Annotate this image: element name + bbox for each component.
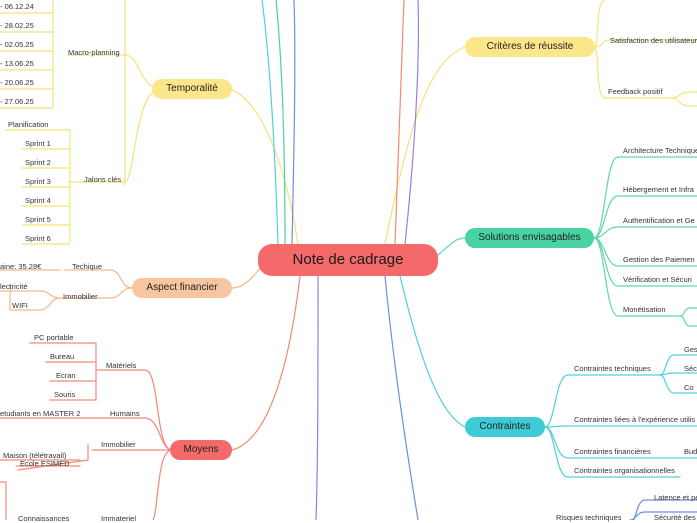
node-moyens[interactable]: Moyens	[170, 440, 232, 460]
financier-technique-value[interactable]: aine: 35.28€	[0, 262, 42, 271]
solution-item[interactable]: Authentification et Ge	[623, 216, 695, 225]
trunk-top-1	[261, 0, 279, 245]
macro-date[interactable]: - 02.05.25	[0, 40, 34, 49]
central-node[interactable]: Note de cadrage	[258, 244, 438, 276]
macro-date[interactable]: - 20.06.25	[0, 78, 34, 87]
moyens-humains-value[interactable]: etudiants en MASTER 2	[0, 409, 81, 418]
node-solutions-envisagables[interactable]: Solutions envisagables	[465, 228, 594, 248]
macro-planning-label[interactable]: Macro-planning	[68, 48, 120, 57]
macro-date[interactable]: - 13.06.25	[0, 59, 34, 68]
risque-item[interactable]: Sécurité des	[654, 513, 696, 522]
trunk-top-4	[394, 0, 405, 245]
contrainte-technique-item[interactable]: Séc	[684, 364, 697, 373]
trunk-criteres	[384, 46, 466, 245]
jalon-item[interactable]: Sprint 1	[25, 139, 51, 148]
node-contraintes[interactable]: Contraintes	[465, 417, 545, 437]
jalon-item[interactable]: Sprint 4	[25, 196, 51, 205]
jalon-item[interactable]: Sprint 5	[25, 215, 51, 224]
trunk-contraintes	[399, 275, 466, 428]
trunk-bottom-2	[384, 275, 419, 520]
trunk-temporalite	[229, 88, 299, 245]
macro-date[interactable]: - 06.12.24	[0, 2, 34, 11]
contraintes-organisationnelles[interactable]: Contraintes organisationnelles	[574, 466, 675, 475]
node-temporalite[interactable]: Temporalité	[152, 79, 232, 99]
critere-item[interactable]: Feedback positif	[608, 87, 663, 96]
solution-item[interactable]: Gestion des Paiemen	[623, 255, 695, 264]
trunk-top-5	[404, 0, 420, 245]
jalon-item[interactable]: Sprint 3	[25, 177, 51, 186]
contrainte-technique-item[interactable]: Co	[684, 383, 694, 392]
solution-item[interactable]: Monétisation	[623, 305, 666, 314]
jalons-cles-label[interactable]: Jalons clés	[84, 175, 122, 184]
moyens-immobilier-label[interactable]: Immobilier	[101, 440, 136, 449]
critere-item[interactable]: Satisfaction des utilisateurs	[610, 36, 697, 45]
node-criteres-reussite[interactable]: Critères de réussite	[465, 37, 595, 57]
materiel-item[interactable]: PC portable	[34, 333, 74, 342]
financier-immobilier-label[interactable]: Immobilier	[63, 292, 98, 301]
trunk-solutions	[437, 237, 466, 256]
contrainte-financiere-item[interactable]: Bud	[684, 447, 697, 456]
node-aspect-financier[interactable]: Aspect financier	[132, 278, 232, 298]
risques-techniques-label[interactable]: Risques techniques	[556, 513, 622, 522]
materiel-item[interactable]: Ecran	[56, 371, 76, 380]
financier-immobilier-item[interactable]: WIFI	[12, 301, 28, 310]
risque-item[interactable]: Latence et pe	[654, 493, 697, 502]
moyens-immateriel-item[interactable]: Connaissances	[18, 514, 70, 523]
moyens-immateriel-label[interactable]: Immateriel	[101, 514, 137, 523]
trunk-bottom-1	[315, 275, 319, 520]
trunk-top-2	[275, 0, 286, 245]
trunk-top-3	[291, 0, 296, 245]
trunk-moyens	[231, 275, 301, 451]
contraintes-financieres-label[interactable]: Contraintes financières	[574, 447, 651, 456]
contrainte-technique-item[interactable]: Ges	[684, 345, 697, 354]
jalon-item[interactable]: Planification	[8, 120, 49, 129]
jalon-item[interactable]: Sprint 2	[25, 158, 51, 167]
macro-date[interactable]: - 28.02.25	[0, 21, 34, 30]
moyens-materiels-label[interactable]: Matériels	[106, 361, 137, 370]
jalon-item[interactable]: Sprint 6	[25, 234, 51, 243]
moyens-immobilier-item[interactable]: Maison (télétravail)	[3, 451, 67, 460]
contrainte-experience[interactable]: Contraintes liées à l'expérience utilis	[574, 415, 696, 424]
contraintes-techniques-label[interactable]: Contraintes techniques	[574, 364, 651, 373]
moyens-humains-label[interactable]: Humains	[110, 409, 140, 418]
macro-date[interactable]: - 27.06.25	[0, 97, 34, 106]
solution-item[interactable]: Vérification et Sécuri	[623, 275, 692, 284]
solution-item[interactable]: Architecture Technique	[623, 146, 697, 155]
solution-item[interactable]: Hébergement et Infra	[623, 185, 694, 194]
materiel-item[interactable]: Souris	[54, 390, 76, 399]
financier-technique-label[interactable]: Techique	[72, 262, 103, 271]
materiel-item[interactable]: Bureau	[50, 352, 75, 361]
financier-immobilier-item[interactable]: lectricité	[0, 282, 28, 291]
moyens-immobilier-item[interactable]: Ecole ESIMED	[20, 459, 70, 468]
